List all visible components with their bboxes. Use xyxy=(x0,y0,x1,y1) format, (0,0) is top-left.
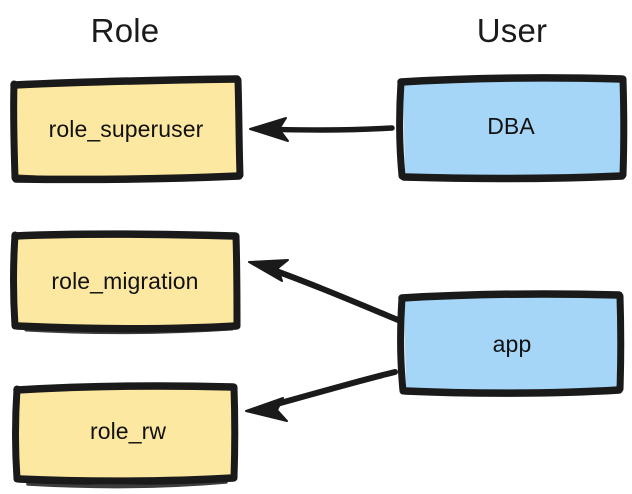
node-dba[interactable]: DBA xyxy=(396,74,628,183)
edge-app-to-role-rw xyxy=(245,369,398,422)
node-role-migration-shape xyxy=(10,230,241,335)
node-app-shape xyxy=(397,290,625,397)
node-role-rw-shape xyxy=(12,382,239,489)
node-role-migration[interactable]: role_migration xyxy=(10,229,241,335)
node-app[interactable]: app xyxy=(396,288,625,397)
node-role-rw[interactable]: role_rw xyxy=(10,382,239,489)
edge-dba-to-role-superuser xyxy=(249,117,395,142)
node-role-superuser-shape xyxy=(10,75,244,184)
column-header-role: Role xyxy=(90,12,160,49)
node-role-superuser[interactable]: role_superuser xyxy=(10,75,244,184)
node-dba-shape xyxy=(396,74,628,183)
edge-app-to-role-migration xyxy=(248,259,401,323)
column-header-user: User xyxy=(476,12,548,49)
